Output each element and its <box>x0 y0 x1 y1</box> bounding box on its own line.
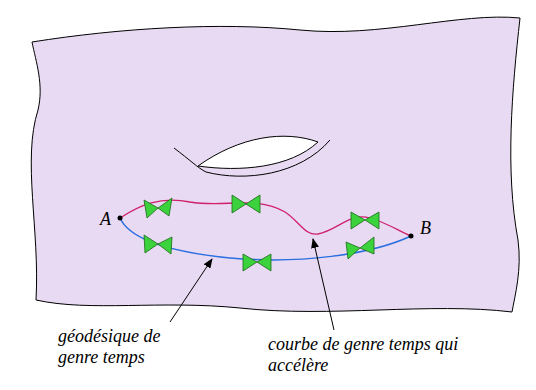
handle-rim <box>174 140 330 176</box>
manifold-sheet <box>31 17 520 312</box>
leader-line <box>313 239 334 330</box>
geodesic-curve <box>120 218 411 260</box>
curve-label: courbe de genre temps qui accélère <box>268 334 520 375</box>
leader-line <box>170 259 212 322</box>
event-dot <box>409 234 414 239</box>
event-dot <box>118 216 123 221</box>
curve-label: géodésique de genre temps <box>58 326 172 367</box>
point-label: B <box>420 218 431 239</box>
light-cones <box>144 195 379 271</box>
point-label: A <box>100 209 111 230</box>
